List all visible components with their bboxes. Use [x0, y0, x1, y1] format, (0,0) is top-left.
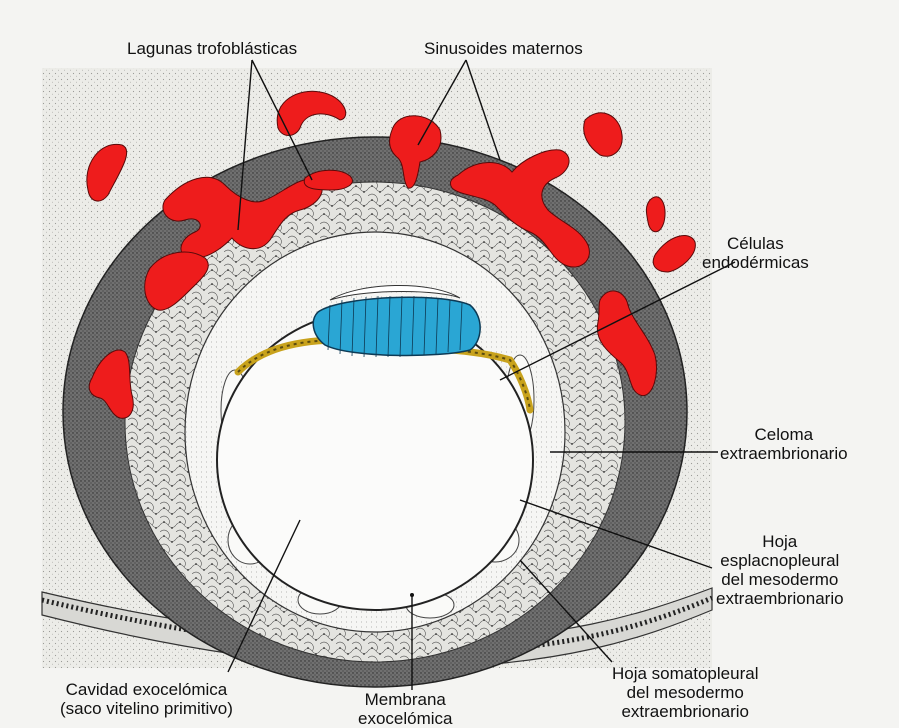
label-sinusoides-maternos: Sinusoides maternos: [424, 39, 583, 58]
label-celulas-endodermicas: Células endodérmicas: [702, 234, 809, 272]
label-esplacno-line1: Hoja: [716, 532, 844, 551]
label-celoma-line1: Celoma: [720, 425, 848, 444]
label-esplacno-line2: esplacnopleural: [716, 551, 844, 570]
label-membrana-exocelomica: Membrana exocelómica: [358, 690, 453, 728]
epiblast: [313, 297, 480, 355]
label-celoma-line2: extraembrionario: [720, 444, 848, 463]
label-cavidad-line1: Cavidad exocelómica: [60, 680, 233, 699]
label-hoja-somatopleural: Hoja somatopleural del mesodermo extraem…: [612, 664, 758, 721]
label-celulas-line2: endodérmicas: [702, 253, 809, 272]
label-celulas-line1: Células: [702, 234, 809, 253]
label-somato-line3: extraembrionario: [612, 702, 758, 721]
label-cavidad-exocelomica: Cavidad exocelómica (saco vitelino primi…: [60, 680, 233, 718]
label-celoma-extraembrionario: Celoma extraembrionario: [720, 425, 848, 463]
label-membrana-line2: exocelómica: [358, 709, 453, 728]
label-somato-line2: del mesodermo: [612, 683, 758, 702]
label-membrana-line1: Membrana: [358, 690, 453, 709]
label-hoja-esplacnopleural: Hoja esplacnopleural del mesodermo extra…: [716, 532, 844, 608]
label-esplacno-line3: del mesodermo: [716, 570, 844, 589]
label-lagunas-trofoblasticas: Lagunas trofoblásticas: [127, 39, 297, 58]
label-esplacno-line4: extraembrionario: [716, 589, 844, 608]
label-cavidad-line2: (saco vitelino primitivo): [60, 699, 233, 718]
label-somato-line1: Hoja somatopleural: [612, 664, 758, 683]
